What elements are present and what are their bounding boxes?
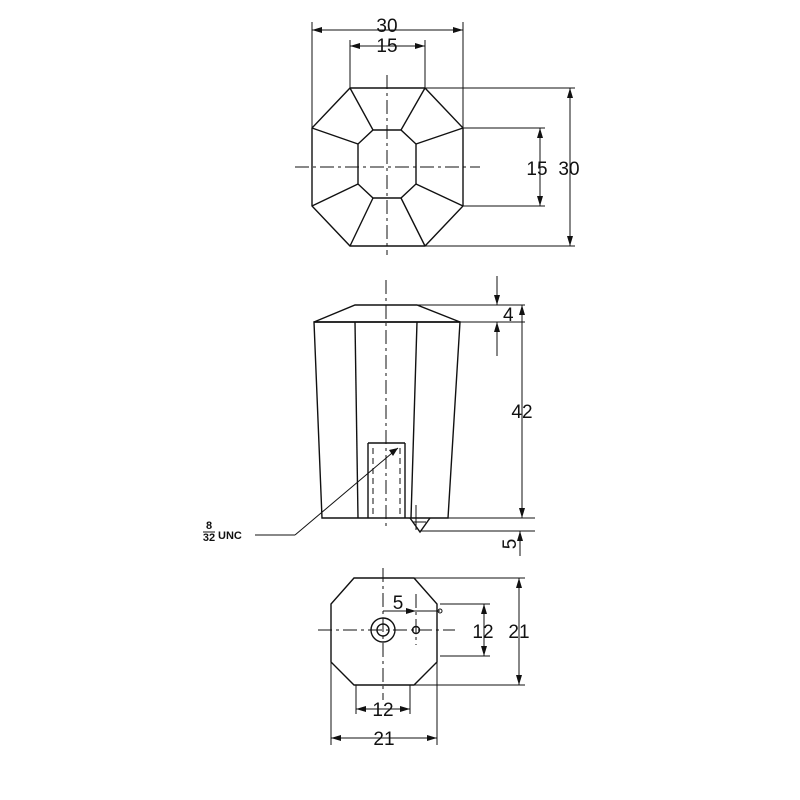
bottom-view-dim-12-height-label: 12 [472, 622, 493, 643]
front-view-threaded-hole [367, 442, 406, 518]
front-view-facet-line-right [410, 321, 418, 519]
front-view-dim-5-label: 5 [500, 539, 521, 550]
thread-fraction-numerator: 8 [206, 520, 212, 532]
front-view-dim-4-label: 4 [503, 305, 514, 326]
front-view-dimension-height: 42 [511, 305, 533, 518]
bottom-view-outer-octagon [330, 577, 438, 686]
bottom-view-dim-12-width-label: 12 [372, 700, 393, 721]
thread-fraction-denominator: 32 [203, 532, 215, 544]
front-view-dimension-chamfer: 4 [417, 276, 525, 356]
top-view: 30 15 15 30 [295, 16, 580, 255]
front-view-dim-42-label: 42 [511, 402, 532, 423]
top-view-facet-lines [311, 87, 464, 247]
bottom-view-dimension-overall-height: 21 [414, 577, 530, 686]
bottom-view-dim-21-width-label: 21 [373, 729, 394, 750]
front-view-thread-leader [255, 447, 399, 536]
bottom-view-center-hole-outer [370, 617, 396, 643]
front-view-bottom-detail [409, 505, 431, 534]
front-view-top-chamfer [313, 304, 461, 323]
top-view-dim-15-width-label: 15 [376, 36, 397, 57]
bottom-view-dimension-offset: 5 [383, 593, 443, 614]
top-view-dim-30-label: 30 [376, 16, 397, 37]
front-view-body [313, 321, 461, 519]
top-view-dimension-overall-width: 30 [311, 16, 464, 128]
thread-label: UNC [218, 530, 242, 542]
bottom-view: 5 12 21 12 [318, 568, 530, 750]
bottom-view-dimension-inner-height: 12 [440, 603, 494, 657]
front-view-facet-line-left [354, 321, 359, 519]
top-view-dimension-inner-width: 15 [349, 36, 426, 88]
front-view-thread-callout: 8 32 UNC [203, 520, 242, 544]
bottom-view-dimension-overall-width: 21 [330, 662, 438, 750]
bottom-view-center-hole-inner [376, 623, 390, 637]
front-view-dimension-bottom: 5 [420, 517, 535, 556]
bottom-view-dim-21-height-label: 21 [508, 622, 529, 643]
top-view-dimension-overall-height: 30 [425, 87, 580, 247]
top-view-dim-30-height-label: 30 [558, 159, 579, 180]
front-view: 8 32 UNC 4 42 [203, 276, 535, 556]
top-view-dimension-inner-height: 15 [463, 127, 548, 207]
top-view-dim-15-height-label: 15 [526, 159, 547, 180]
bottom-view-dim-5-label: 5 [393, 593, 404, 614]
bottom-view-dimension-inner-width: 12 [355, 685, 411, 721]
